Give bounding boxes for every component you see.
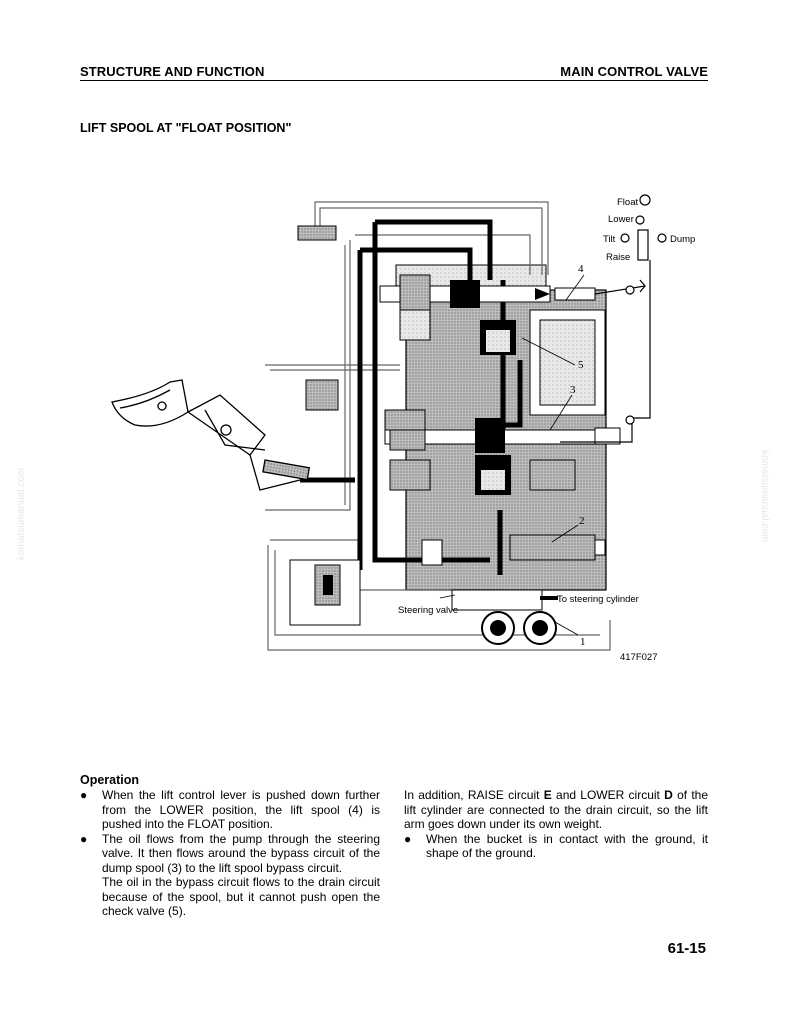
- lever-position-tilt: Tilt: [603, 234, 616, 245]
- check-valves: [475, 320, 516, 495]
- callout-3: 3: [570, 384, 576, 396]
- lower-left-valve: [289, 559, 361, 626]
- hydraulic-circuit-diagram: Float Lower Tilt Dump Raise 4 5 3 2 1 St…: [111, 194, 695, 663]
- callout-2: 2: [579, 515, 585, 527]
- bullet-text: When the lift control lever is pushed do…: [102, 788, 380, 831]
- callout-leaders: [439, 274, 585, 636]
- header-chapter-title: MAIN CONTROL VALVE: [560, 64, 708, 79]
- bullet-oil-flow: ● The oil flows from the pump through th…: [80, 832, 380, 876]
- circuit-d-label: D: [664, 788, 673, 802]
- steering-cylinder-label: To steering cylinder: [557, 594, 639, 605]
- callout-4: 4: [578, 263, 584, 275]
- pump: [481, 611, 557, 645]
- lever-position-lower: Lower: [608, 214, 634, 225]
- bullet-dot: ●: [80, 788, 88, 802]
- watermark-right: komatsumanual.com: [759, 450, 770, 543]
- steering-valve: [451, 589, 558, 611]
- watermark-left: komatsumanual.com: [16, 467, 27, 560]
- callout-1: 1: [580, 636, 586, 648]
- text-run: and LOWER circuit: [551, 788, 665, 802]
- bullet-text: The oil flows from the pump through the …: [102, 831, 380, 875]
- circuit-e-label: E: [543, 788, 552, 802]
- relief-valve: [421, 534, 606, 566]
- bullet-dot: ●: [80, 831, 88, 846]
- section-title: LIFT SPOOL AT "FLOAT POSITION": [80, 121, 292, 135]
- text-run: of the lift cylinder are connected to th…: [404, 788, 709, 831]
- operation-left-column: ● When the lift control lever is pushed …: [80, 788, 380, 919]
- bypass-paragraph: The oil in the bypass circuit flows to t…: [102, 875, 380, 918]
- header-rule: [80, 80, 708, 81]
- bullet-dot: ●: [404, 831, 412, 846]
- dump-spool: [384, 418, 621, 453]
- figure-id: 417F027: [620, 652, 658, 663]
- lever-position-float: Float: [617, 197, 638, 208]
- bullet-bucket-ground: ● When the bucket is in contact with the…: [404, 832, 708, 861]
- operation-right-column: In addition, RAISE circuit E and LOWER c…: [404, 788, 708, 861]
- bullet-text: When the bucket is in contact with the g…: [426, 831, 708, 861]
- steering-valve-label: Steering valve: [398, 605, 458, 616]
- text-run: In addition, RAISE circuit: [404, 788, 544, 802]
- side-valves: [305, 309, 576, 491]
- pressure-lines: [300, 219, 523, 575]
- lever-position-raise: Raise: [606, 252, 630, 263]
- callout-5: 5: [578, 359, 584, 371]
- bullet-float-position: ● When the lift control lever is pushed …: [80, 788, 380, 832]
- lift-spool: [379, 274, 596, 311]
- operation-heading: Operation: [80, 773, 140, 787]
- drain-circuit-paragraph: In addition, RAISE circuit E and LOWER c…: [404, 788, 708, 832]
- page-number: 61-15: [667, 940, 706, 957]
- header-section-title: STRUCTURE AND FUNCTION: [80, 64, 265, 79]
- lever-position-dump: Dump: [670, 234, 695, 245]
- tank: [297, 225, 337, 241]
- lever-linkage: [560, 194, 667, 443]
- bucket-linkage: [111, 379, 311, 491]
